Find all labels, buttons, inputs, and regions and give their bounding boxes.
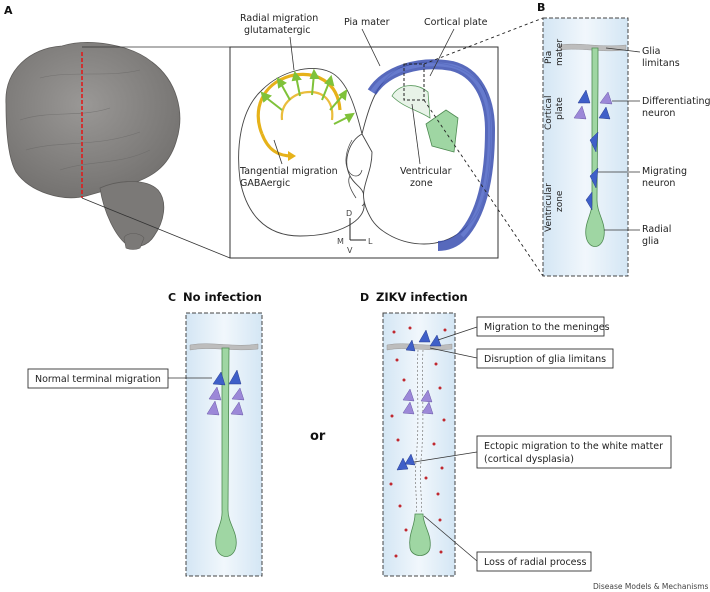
panel-label-c: C — [168, 291, 176, 304]
connector-bottom — [81, 197, 231, 259]
label-gabaergic: GABAergic — [240, 178, 290, 189]
brain-lateral-view — [5, 42, 181, 250]
label-radial-glia-1: Radial — [642, 224, 671, 235]
panel-d-title: ZIKV infection — [376, 290, 468, 304]
cortex-blue — [367, 59, 496, 251]
label-loss: Loss of radial process — [484, 557, 586, 568]
label-migrating-1: Migrating — [642, 166, 687, 177]
label-tangential-migration: Tangential migration — [239, 166, 338, 177]
label-glia-limitans-2: limitans — [642, 58, 680, 69]
panel-d-tissue — [386, 326, 453, 558]
footer-journal: Disease Models & Mechanisms — [593, 582, 709, 591]
label-ventricular: Ventricular — [400, 166, 452, 177]
label-pia-mater: Pia mater — [344, 17, 390, 28]
virus-particles — [389, 326, 447, 558]
side-label-plate: plate — [555, 97, 565, 120]
radial-glia-c — [215, 347, 237, 557]
radial-migration-arrows — [260, 68, 355, 125]
panel-label-b: B — [537, 1, 545, 14]
inset-box — [403, 63, 425, 101]
panel-c-title: No infection — [183, 290, 262, 304]
label-differentiating-1: Differentiating — [642, 96, 710, 107]
callout-normal-terminal — [27, 368, 169, 389]
label-ectopic-2: (cortical dysplasia) — [484, 454, 574, 465]
label-migrating-2: neuron — [642, 178, 675, 189]
svg-text:L: L — [368, 237, 373, 246]
ventricular-zone-area — [425, 109, 459, 153]
callout-disruption — [476, 348, 614, 369]
radial-glia-d — [409, 513, 431, 556]
side-label-ventricular: Ventricular — [544, 183, 554, 232]
label-differentiating-2: neuron — [642, 108, 675, 119]
svg-text:M: M — [337, 237, 344, 246]
svg-text:D: D — [346, 209, 352, 218]
label-meninges: Migration to the meninges — [484, 322, 610, 333]
label-cortical-plate: Cortical plate — [424, 17, 488, 28]
panel-c-tissue — [189, 343, 259, 557]
side-label-pia: Pia — [544, 51, 554, 64]
panel-b-tissue — [559, 43, 627, 247]
or-text: or — [310, 429, 326, 444]
callout-ectopic — [476, 435, 672, 469]
side-label-cortical: Cortical — [544, 96, 554, 130]
side-label-zone: zone — [555, 190, 565, 212]
side-label-mater: mater — [555, 39, 565, 66]
callout-loss — [476, 551, 592, 572]
label-disruption: Disruption of glia limitans — [484, 354, 606, 365]
label-normal-terminal: Normal terminal migration — [35, 374, 161, 385]
callout-meninges — [476, 316, 605, 337]
panel-label-d: D — [360, 291, 369, 304]
coronal-hemispheres — [238, 62, 492, 245]
svg-text:V: V — [347, 246, 353, 255]
label-glia-limitans-1: Glia — [642, 46, 660, 57]
label-ectopic-1: Ectopic migration to the white matter — [484, 441, 663, 452]
panel-label-a: A — [4, 4, 13, 17]
orientation-axes: D M L V — [337, 209, 373, 255]
label-glutamatergic: glutamatergic — [244, 25, 311, 36]
label-radial-glia-2: glia — [642, 236, 659, 247]
label-zone: zone — [410, 178, 433, 189]
label-radial-migration: Radial migration — [240, 13, 318, 24]
